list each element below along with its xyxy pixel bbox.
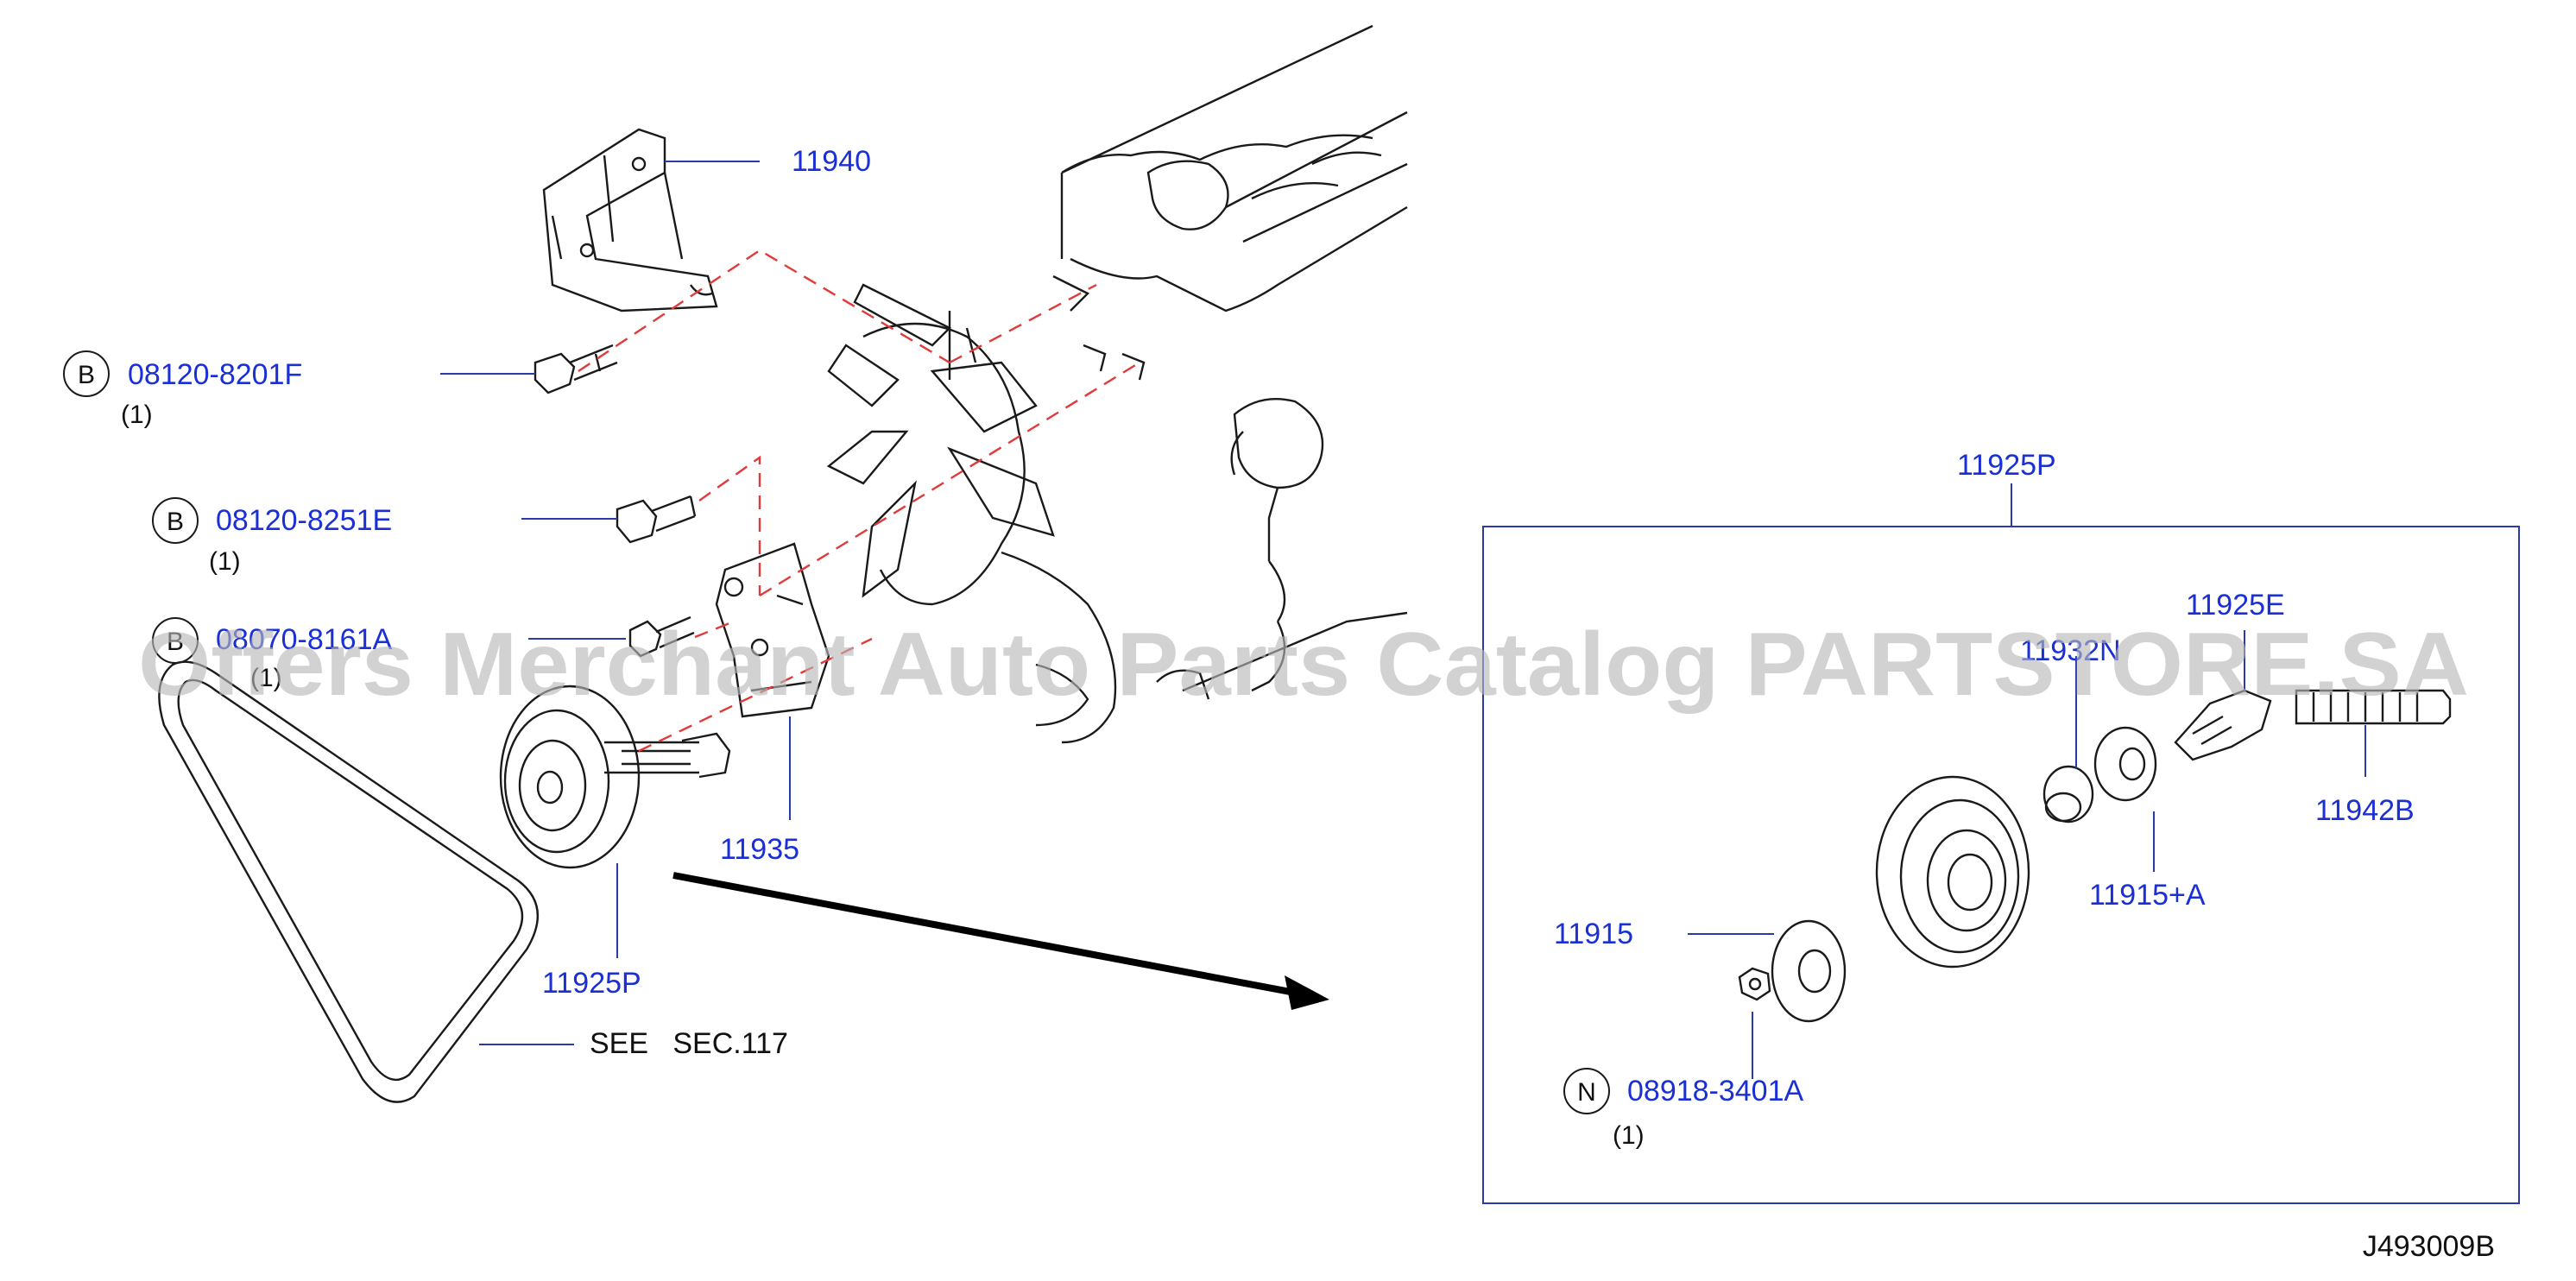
marker-b-2: B: [152, 497, 199, 544]
bracket-11940-illustration: [542, 128, 718, 312]
bracket-11935-illustration: [715, 542, 830, 718]
part-label-11925E[interactable]: 11925E: [2186, 589, 2285, 622]
alignment-dashes: [578, 249, 1140, 753]
qty-08918-3401A: (1): [1613, 1121, 1645, 1150]
part-label-11932N[interactable]: 11932N: [2020, 634, 2121, 667]
bolt-08120-8201F-illustration: [534, 344, 618, 394]
detail-illustrations: [1738, 689, 2452, 1023]
part-label-11915-plus-a[interactable]: 11915+A: [2089, 879, 2206, 912]
part-label-11935[interactable]: 11935: [720, 833, 799, 866]
engine-illustration: [826, 24, 1408, 744]
leader-lines: [440, 161, 2366, 1079]
part-label-11942B[interactable]: 11942B: [2315, 794, 2415, 827]
part-label-08918-3401A[interactable]: 08918-3401A: [1627, 1075, 1804, 1107]
part-label-08120-8201F[interactable]: 08120-8201F: [128, 358, 302, 391]
part-label-11925P-assembly[interactable]: 11925P: [1957, 449, 2056, 482]
marker-b-3: B: [152, 617, 199, 664]
part-label-11915[interactable]: 11915: [1554, 918, 1633, 950]
marker-n-1: N: [1563, 1068, 1610, 1114]
bolt-08120-8251E-illustration: [616, 495, 697, 544]
part-label-11925P[interactable]: 11925P: [542, 967, 641, 1000]
svg-text:N: N: [1577, 1078, 1596, 1107]
marker-b-1: B: [63, 350, 110, 397]
bolt-08070-8161A-illustration: [628, 615, 695, 658]
svg-text:B: B: [167, 628, 184, 656]
part-label-08120-8251E[interactable]: 08120-8251E: [216, 504, 392, 537]
qty-08120-8251E: (1): [209, 547, 241, 576]
qty-08120-8201F: (1): [121, 401, 153, 429]
part-label-08070-8161A[interactable]: 08070-8161A: [216, 623, 393, 656]
svg-text:B: B: [78, 361, 95, 389]
see-section-note: SEE SEC.117: [590, 1027, 788, 1060]
belt-illustration: [158, 660, 539, 1103]
detail-arrow: [672, 872, 1329, 1010]
detail-box: [1482, 526, 2520, 1204]
diagram-reference-code: J493009B: [2363, 1230, 2495, 1263]
pulley-11925P-illustration: [499, 685, 731, 869]
qty-08070-8161A: (1): [250, 664, 282, 692]
part-label-11940[interactable]: 11940: [792, 145, 871, 178]
watermark-text: Offers Merchant Auto Parts Catalog PARTS…: [138, 615, 2469, 715]
svg-text:B: B: [167, 508, 184, 536]
